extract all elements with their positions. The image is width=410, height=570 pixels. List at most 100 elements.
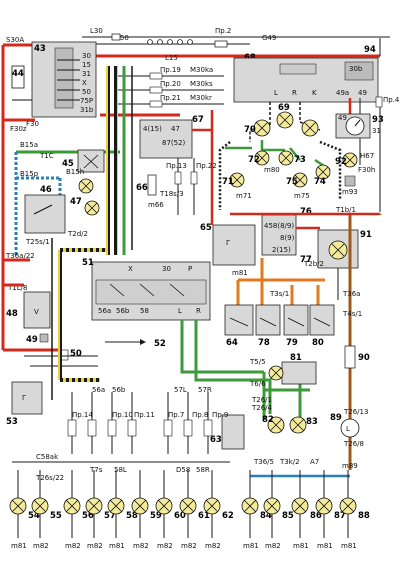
wire-label-b15p: B15p (20, 170, 39, 178)
wire-label-t1l8: T1L/8 (7, 284, 27, 292)
top-fuses (111, 33, 228, 48)
headlight-switch-94: 94 30b 49a 49 L K R (233, 45, 379, 165)
wire-label-t3s1: T3s/1 (269, 290, 289, 298)
wire-label-m80: m80 (264, 166, 280, 174)
lamp-92: 92 H67 F30h (335, 152, 375, 174)
component-76-77: 458(8/9) 8(9) 2(15) 76 77 (230, 207, 380, 265)
wire-label-m71: m71 (236, 192, 252, 200)
component-50-label: 49 (26, 335, 38, 345)
component-86-label: 86 (310, 511, 322, 521)
pin-87: 87(52) (162, 139, 186, 147)
wire-label-t3ks2: T3k/2 (279, 458, 300, 466)
lamp-61-ground-label: m82 (181, 542, 197, 550)
wire-label-f30h: F30h (358, 166, 375, 174)
component-78-label: 78 (258, 338, 270, 348)
wire-label-t1c: T1C (39, 152, 54, 160)
wire-label-t5s5: T5/5 (249, 358, 266, 366)
lamp-82: 82 (262, 415, 285, 434)
component-90: 90 (344, 345, 370, 369)
lamp-59-ground-label: m82 (133, 542, 149, 550)
component-76-label: 76 (300, 207, 312, 217)
lamp-86: 86 m81 (291, 470, 322, 550)
wire-label-r58r: 58R (196, 466, 210, 474)
component-69-label: 69 (278, 103, 290, 113)
pin-r: R (292, 89, 297, 97)
lamp-62-filament-1 (205, 499, 219, 513)
lamp-55-ground-label: m82 (33, 542, 49, 550)
wire-label-t26s1: T26/1 (251, 396, 272, 404)
wire-label-d58: D58 (176, 466, 190, 474)
pin-56a: 56a (98, 307, 111, 315)
wire-label-r57l: 57L (174, 386, 187, 394)
pin-x2: X (128, 265, 133, 273)
pin-30: 30 (82, 52, 91, 60)
fuse-row: Пр.14 Пр.10 Пр.11 Пр.7 Пр.8 Пр.9 56a 56b… (67, 386, 228, 454)
wire-label-t36a22: T36a/22 (5, 252, 35, 260)
wire-label-t4s1: T4s/1 (342, 310, 362, 318)
lamp-47b (84, 200, 100, 216)
component-88-label: 88 (358, 511, 370, 521)
wire-label-g49: G49 (262, 34, 276, 42)
wire-label-pr9: Пр.9 (212, 411, 228, 419)
pin-75p: 75P (80, 97, 93, 105)
component-59-label: 59 (150, 511, 162, 521)
component-92-label: 92 (335, 157, 347, 167)
lamp-70: 70 (244, 119, 271, 137)
wire-label-r57r: 57R (198, 386, 212, 394)
component-52-label: 52 (154, 339, 166, 349)
component-94-label: 94 (364, 45, 376, 55)
lamp-59-filament-1 (133, 499, 147, 513)
relay-53-symbol: Г (22, 394, 26, 402)
wire-label-t26s4: T26/4 (251, 404, 273, 412)
fuses-pr13-pr22: Пр.13 Пр.22 (166, 158, 217, 215)
lamp-55-filament-1 (33, 499, 47, 513)
pin-k: K (312, 89, 317, 97)
wire-label-m30ka: M30ka (190, 66, 213, 74)
wire-label-t25s1: T25s/1 (25, 238, 50, 246)
component-71-label: 71 (222, 177, 234, 187)
wire-label-t2d2: T2d/2 (67, 230, 88, 238)
lamp-60-ground-label: m82 (157, 542, 173, 550)
wire-label-pr14: Пр.14 (72, 411, 93, 419)
component-72-label: 72 (248, 155, 260, 165)
lamp-73: 73 (278, 150, 306, 166)
wire-label-m89: m89 (342, 462, 358, 470)
wire-label-m30kr: M30kr (190, 94, 212, 102)
pin-2: 2(15) (272, 246, 291, 254)
component-43-label: 43 (34, 44, 46, 54)
component-82-label: 82 (262, 415, 274, 425)
wire-label-t18s3: T18s/3 (159, 190, 184, 198)
pin-8b: 8(9) (280, 234, 295, 242)
component-67-label: 67 (192, 115, 204, 125)
wire-label-pr2: Пр.2 (215, 27, 231, 35)
wire-label-f30z: F30z (10, 125, 27, 133)
wire-label-r56a: 56a (92, 386, 105, 394)
pin-l: L (274, 89, 278, 97)
lamp-56-filament-1 (65, 499, 79, 513)
component-93-label: 93 (372, 115, 384, 125)
pin-49b: 49 (338, 114, 347, 122)
wire-label-r58l: 58L (114, 466, 127, 474)
pin-30c: 30 (162, 265, 171, 273)
lamp-71: 71 (222, 172, 245, 188)
lamp-87-filament-1 (317, 499, 331, 513)
wire-label-b15h: B15h (66, 168, 84, 176)
lamp-88-filament-1 (341, 499, 355, 513)
wire-label-m93: m93 (342, 188, 358, 196)
lamp-72: 72 (248, 150, 270, 166)
wire-label-s30a: S30A (6, 36, 24, 44)
component-66-label: 66 (136, 183, 148, 193)
lamp-84-filament-1 (243, 499, 257, 513)
wire-label-l50: L50 (116, 34, 129, 42)
pin-31b: 31b (80, 106, 94, 114)
component-45: 45 B15a T1C B15p (14, 141, 105, 255)
lamp-86-ground-label: m81 (293, 542, 309, 550)
relay-67: 67 4(15) 47 87(52) (139, 110, 214, 225)
lamp-57-filament-1 (87, 499, 101, 513)
component-51-label: 50 (70, 349, 82, 359)
pin-4-15: 4(15) (143, 125, 162, 133)
component-70-label: 70 (244, 125, 256, 135)
orange-switches: 64 78 79 80 T3s/1 (224, 258, 335, 348)
